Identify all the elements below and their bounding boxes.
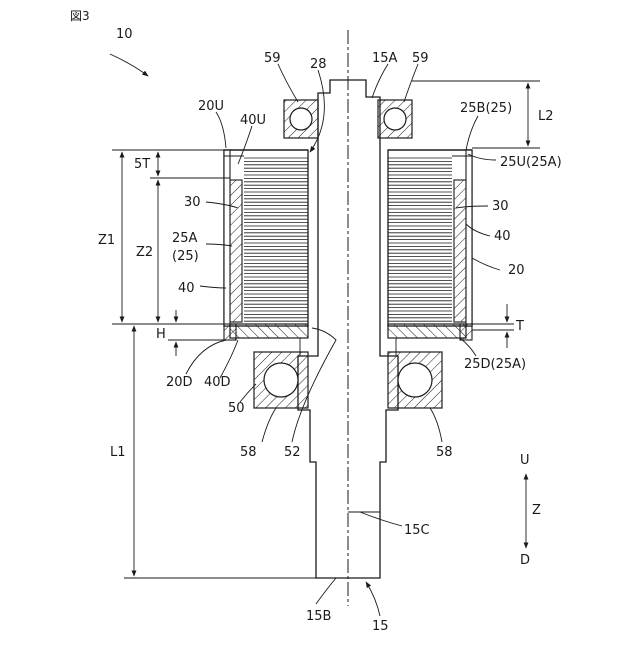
label-L2: L2: [538, 109, 554, 124]
label-52: 52: [284, 445, 301, 460]
leader-10: [110, 54, 148, 76]
leader-20U: [216, 112, 226, 148]
label-40U: 40U: [240, 113, 266, 128]
label-25A-paren: (25): [172, 249, 199, 264]
lamination-stack-right: [388, 158, 452, 321]
label-15A: 15A: [372, 51, 398, 66]
label-30-right: 30: [492, 199, 509, 214]
leader-59-left: [278, 64, 298, 102]
label-40D: 40D: [204, 375, 231, 390]
label-50: 50: [228, 401, 245, 416]
leader-15: [366, 582, 380, 616]
leader-40D: [220, 340, 238, 378]
leader-58-left: [262, 408, 276, 442]
leader-58-right: [430, 408, 442, 442]
figure-title: 図3: [70, 9, 90, 23]
label-20D: 20D: [166, 375, 193, 390]
label-L1: L1: [110, 445, 126, 460]
label-25B: 25B(25): [460, 101, 512, 116]
label-H: H: [156, 327, 166, 342]
label-20: 20: [508, 263, 525, 278]
lamination-stack-left: [244, 158, 308, 321]
label-5T: 5T: [134, 157, 150, 172]
sleeve-40D-right: [460, 324, 472, 340]
label-59-left: 59: [264, 51, 281, 66]
upper-bearing-59-left: [284, 100, 318, 138]
leader-15B: [316, 578, 336, 604]
label-10: 10: [116, 27, 133, 42]
leader-25D: [460, 338, 476, 356]
end-wall-20-left: [224, 150, 230, 326]
label-25D: 25D(25A): [464, 357, 526, 372]
label-59-right: 59: [412, 51, 429, 66]
label-Z2: Z2: [136, 245, 153, 260]
label-20U: 20U: [198, 99, 224, 114]
upper-bearing-59-right: [378, 100, 412, 138]
lower-bearing-58-left: [254, 352, 308, 408]
leader-20: [472, 258, 500, 270]
leader-25B: [466, 116, 478, 150]
label-30-left: 30: [184, 195, 201, 210]
label-dir-U: U: [520, 453, 530, 468]
label-Z1: Z1: [98, 233, 115, 248]
end-wall-20-right: [466, 150, 472, 326]
leader-59-right: [404, 64, 418, 102]
label-58-right: 58: [436, 445, 453, 460]
magnet-30-right: [454, 180, 466, 322]
magnet-30-left: [230, 180, 242, 322]
sleeve-40D-left: [224, 324, 236, 340]
label-40-left: 40: [178, 281, 195, 296]
label-T: T: [515, 319, 524, 334]
label-58-left: 58: [240, 445, 257, 460]
label-15: 15: [372, 619, 389, 634]
label-15B: 15B: [306, 609, 331, 624]
leader-40-left: [200, 286, 226, 288]
label-40-right: 40: [494, 229, 511, 244]
end-plate-25D-right: [388, 324, 466, 338]
label-dir-Z: Z: [532, 503, 541, 518]
end-plate-25D-left: [230, 324, 308, 338]
leader-15A: [372, 64, 388, 98]
label-15C: 15C: [404, 523, 430, 538]
label-25A: 25A: [172, 231, 198, 246]
label-28: 28: [310, 57, 327, 72]
label-25U: 25U(25A): [500, 155, 562, 170]
lower-bearing-58-right: [388, 352, 442, 408]
label-dir-D: D: [520, 553, 530, 568]
leader-20D: [186, 340, 226, 374]
